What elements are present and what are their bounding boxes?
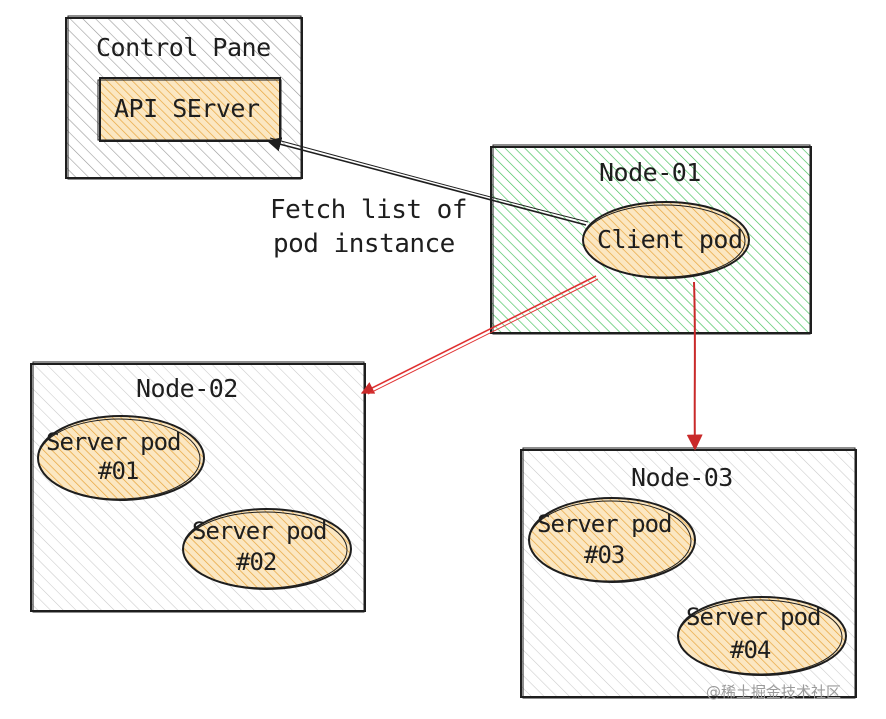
client-pod: Client pod xyxy=(582,201,750,279)
edge-client-to-node-03 xyxy=(686,281,703,451)
server-pod-03-line1: Server pod xyxy=(537,510,672,538)
edge-client-to-node-02 xyxy=(360,275,599,395)
edge-label-line1: Fetch list of xyxy=(270,195,467,225)
server-pod-04: Server pod #04 xyxy=(677,596,847,676)
server-pod-01-line1: Server pod xyxy=(46,428,181,456)
server-pod-04-line2: #04 xyxy=(730,636,771,664)
server-pod-02-line2: #02 xyxy=(236,548,276,576)
watermark: @稀土掘金技术社区 xyxy=(706,683,841,701)
node-02-label: Node-02 xyxy=(136,374,238,403)
server-pod-03: Server pod #03 xyxy=(528,497,696,583)
server-pod-02-line1: Server pod xyxy=(192,517,327,545)
client-pod-label: Client pod xyxy=(597,225,743,254)
server-pod-03-line2: #03 xyxy=(584,541,624,569)
server-pod-02: Server pod #02 xyxy=(182,508,352,590)
node-01-label: Node-01 xyxy=(599,158,701,187)
control-pane-label: Control Pane xyxy=(96,33,271,62)
server-pod-01: Server pod #01 xyxy=(37,415,205,501)
server-pod-01-line2: #01 xyxy=(98,457,138,485)
node-03-label: Node-03 xyxy=(631,463,733,492)
edge-fetch-list: Fetch list of pod instance xyxy=(266,137,589,259)
api-server-box: API SErver xyxy=(97,77,282,142)
edge-label-line2: pod instance xyxy=(273,229,455,259)
api-server-label: API SErver xyxy=(114,94,260,123)
server-pod-04-line1: Server pod xyxy=(686,603,821,631)
